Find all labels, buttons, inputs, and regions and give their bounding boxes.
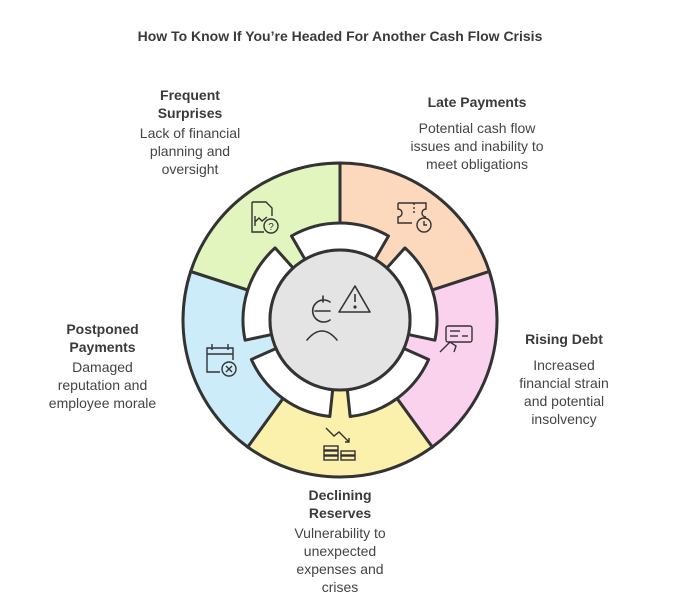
center-circle xyxy=(268,248,412,392)
svg-text:?: ? xyxy=(268,222,274,233)
credit-card-hand-icon xyxy=(439,325,473,353)
diagram-title: How To Know If You’re Headed For Another… xyxy=(137,28,543,44)
segment-description: Increased financial strain and potential… xyxy=(519,357,609,427)
segment-description: Potential cash flow issues and inability… xyxy=(410,120,544,172)
calendar-cancel-icon xyxy=(206,344,237,377)
segment-title: Declining Reserves xyxy=(308,487,372,521)
segment-description: Lack of financial planning and oversight xyxy=(139,125,241,177)
segment-rising-debt: Rising Debt Increased financial strain a… xyxy=(508,330,620,428)
sector-declining-reserves xyxy=(245,317,435,479)
segment-description: Vulnerability to unexpected expenses and… xyxy=(294,525,386,595)
segment-title: Postponed Payments xyxy=(66,321,139,355)
segment-late-payments: Late Payments Potential cash flow issues… xyxy=(402,93,552,173)
warning-icon xyxy=(338,285,371,313)
euro-person-icon xyxy=(306,295,338,341)
ticket-clock-icon xyxy=(397,202,432,233)
segment-title: Frequent Surprises xyxy=(157,87,223,121)
segment-postponed-payments: Postponed Payments Damaged reputation an… xyxy=(45,320,160,412)
segment-title: Late Payments xyxy=(427,94,527,110)
segment-declining-reserves: Declining Reserves Vulnerability to unex… xyxy=(278,486,402,596)
chart-question-icon: ? xyxy=(251,201,279,234)
segment-description: Damaged reputation and employee morale xyxy=(48,359,157,411)
segment-frequent-surprises: Frequent Surprises Lack of financial pla… xyxy=(125,86,255,178)
segment-title: Rising Debt xyxy=(525,331,603,347)
declining-coins-icon xyxy=(323,427,356,461)
